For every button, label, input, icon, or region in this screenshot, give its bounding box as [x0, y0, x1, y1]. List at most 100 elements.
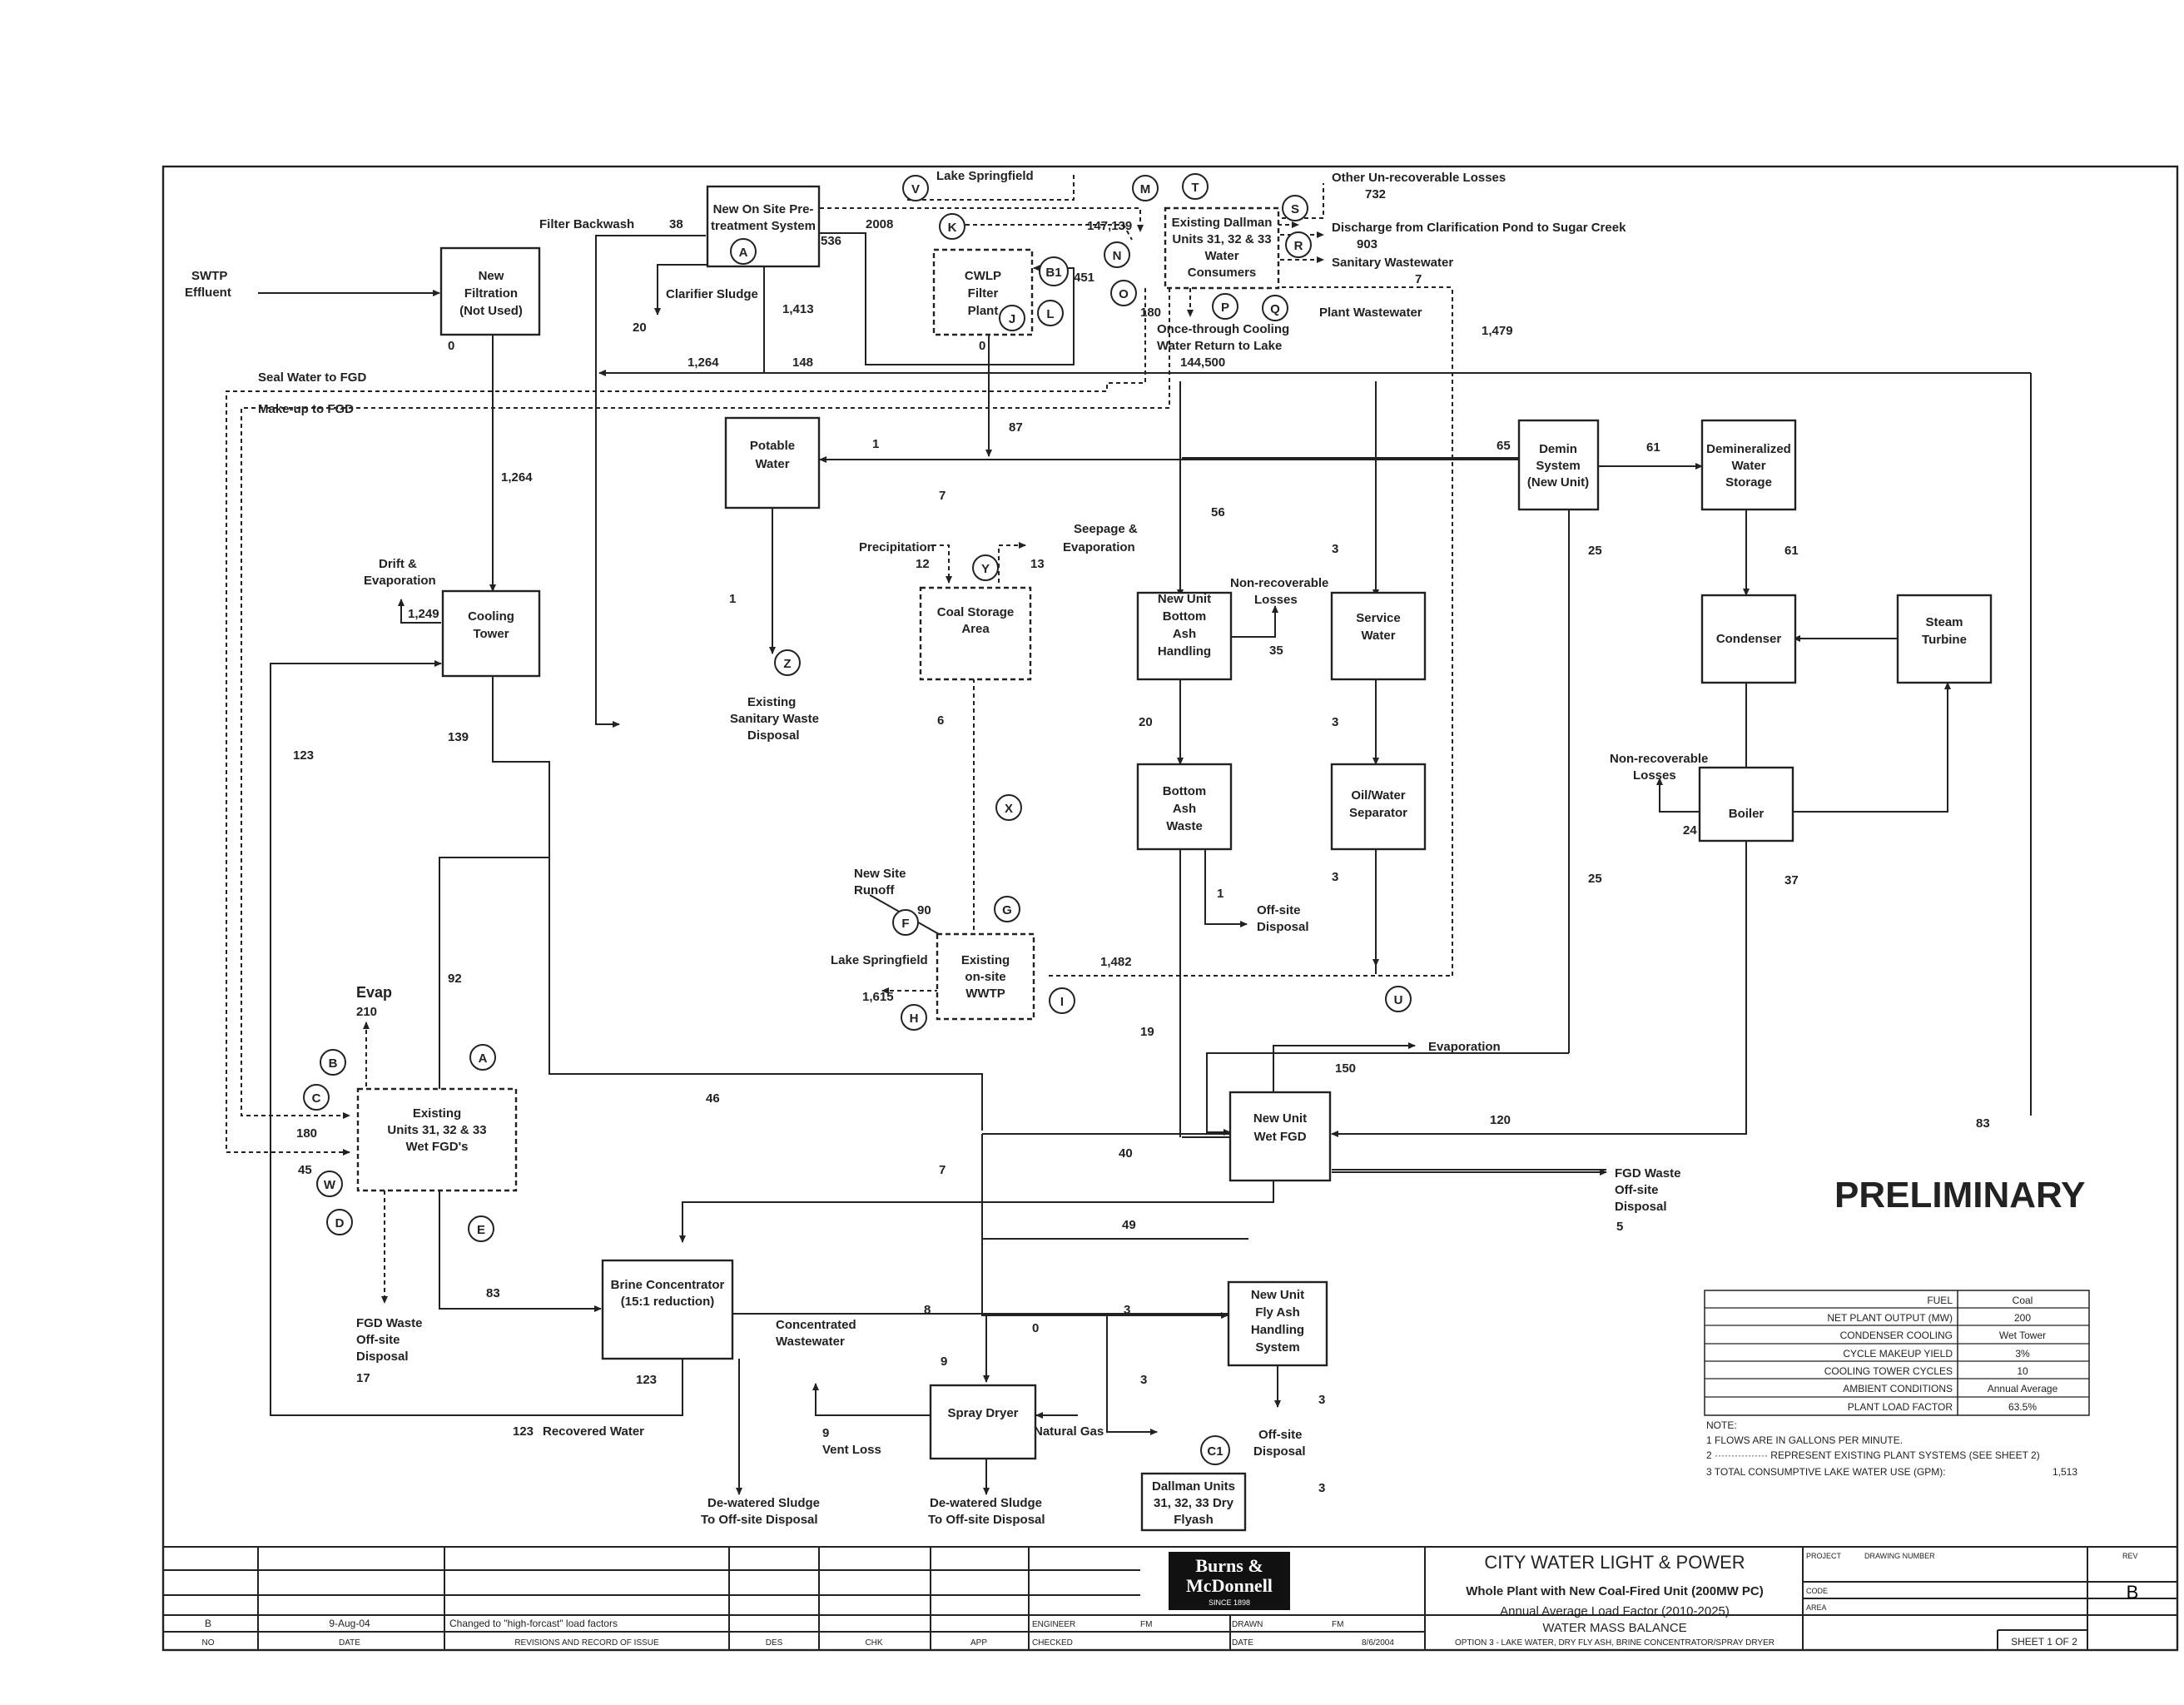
- svg-text:Cooling: Cooling: [468, 609, 514, 624]
- offsite-disposal-label: Off-site: [1257, 903, 1301, 917]
- swtp-label: SWTP: [191, 269, 227, 283]
- svg-text:61: 61: [1784, 544, 1799, 558]
- svg-text:1,264: 1,264: [687, 355, 719, 370]
- recovered-water-label: Recovered Water: [543, 1424, 644, 1439]
- svg-text:1,482: 1,482: [1100, 955, 1132, 969]
- nonrecoverable-boiler-label: Non-recoverable: [1610, 752, 1708, 766]
- svg-text:NOTE:: NOTE:: [1706, 1419, 1737, 1431]
- seepage-label: Seepage &: [1074, 522, 1138, 536]
- svg-text:7: 7: [939, 1163, 946, 1177]
- svg-text:1: 1: [1217, 887, 1224, 901]
- svg-text:3: 3: [1332, 715, 1338, 729]
- svg-text:M: M: [1140, 182, 1151, 196]
- svg-text:1: 1: [872, 437, 879, 451]
- svg-text:123: 123: [636, 1373, 657, 1387]
- svg-text:3: 3: [1124, 1303, 1130, 1317]
- clarifier-sludge-label: Clarifier Sludge: [666, 287, 758, 301]
- svg-text:Y: Y: [981, 562, 990, 576]
- svg-text:DATE: DATE: [339, 1638, 360, 1648]
- svg-text:Z: Z: [783, 657, 791, 671]
- svg-text:Demineralized: Demineralized: [1706, 442, 1791, 456]
- svg-text:COOLING TOWER CYCLES: COOLING TOWER CYCLES: [1824, 1365, 1953, 1377]
- svg-text:Evaporation: Evaporation: [364, 574, 436, 588]
- svg-text:147,139: 147,139: [1087, 219, 1132, 233]
- evap-label: Evap: [356, 984, 392, 1001]
- once-through-label: Once-through Cooling: [1157, 322, 1289, 336]
- svg-text:OPTION 3 - LAKE WATER, DRY FLY: OPTION 3 - LAKE WATER, DRY FLY ASH, BRIN…: [1455, 1638, 1774, 1648]
- svg-text:L: L: [1046, 307, 1054, 321]
- node-z: Z: [774, 649, 801, 676]
- svg-text:McDonnell: McDonnell: [1186, 1575, 1273, 1596]
- bottom-ash-handling-box: New Unit Bottom Ash Handling: [1136, 591, 1233, 681]
- node-m: M: [1132, 175, 1159, 201]
- svg-text:37: 37: [1784, 873, 1799, 887]
- svg-text:87: 87: [1009, 420, 1023, 435]
- svg-text:120: 120: [1490, 1113, 1511, 1127]
- svg-text:B: B: [205, 1618, 211, 1629]
- svg-text:Potable: Potable: [750, 439, 795, 453]
- node-g: G: [994, 896, 1020, 922]
- notes: NOTE: 1 FLOWS ARE IN GALLONS PER MINUTE.…: [1706, 1419, 2077, 1478]
- evaporation-label: Evaporation: [1428, 1040, 1501, 1054]
- node-e: E: [468, 1215, 494, 1242]
- concentrated-ww-label: Concentrated: [776, 1318, 856, 1332]
- svg-text:Units 31, 32 & 33: Units 31, 32 & 33: [1172, 232, 1271, 246]
- svg-text:Off-site: Off-site: [356, 1333, 400, 1347]
- sludge-2-label: De-watered Sludge: [930, 1496, 1042, 1510]
- svg-text:10: 10: [2017, 1365, 2028, 1377]
- node-d: D: [326, 1209, 353, 1235]
- svg-text:Service: Service: [1356, 611, 1400, 625]
- svg-text:REV: REV: [2122, 1552, 2138, 1560]
- potable-water-box: Potable Water: [724, 416, 821, 510]
- svg-text:Flyash: Flyash: [1174, 1513, 1214, 1527]
- svg-text:Effluent: Effluent: [185, 286, 231, 300]
- brine-concentrator-box: Brine Concentrator (15:1 reduction): [601, 1259, 734, 1360]
- svg-text:1,413: 1,413: [782, 302, 814, 316]
- fgd-waste-existing-label: FGD Waste: [356, 1316, 422, 1330]
- svg-text:AREA: AREA: [1806, 1603, 1827, 1612]
- node-x: X: [995, 794, 1022, 821]
- svg-text:49: 49: [1122, 1218, 1136, 1232]
- svg-text:Handling: Handling: [1158, 644, 1211, 659]
- svg-text:83: 83: [1976, 1116, 1990, 1131]
- svg-text:C: C: [312, 1091, 321, 1106]
- svg-text:K: K: [948, 221, 957, 235]
- lake-springfield-top-label: Lake Springfield: [936, 169, 1034, 183]
- svg-text:Existing: Existing: [961, 953, 1010, 967]
- svg-text:Steam: Steam: [1925, 615, 1963, 629]
- node-c: C: [303, 1084, 330, 1111]
- svg-text:System: System: [1536, 459, 1580, 473]
- svg-text:0: 0: [448, 339, 454, 353]
- svg-text:Separator: Separator: [1349, 806, 1407, 820]
- svg-text:Ash: Ash: [1173, 627, 1196, 641]
- svg-text:J: J: [1009, 312, 1015, 326]
- service-water-box: Service Water: [1330, 591, 1427, 681]
- svg-text:WWTP: WWTP: [965, 987, 1005, 1001]
- svg-text:DATE: DATE: [1232, 1638, 1253, 1648]
- svg-text:Consumers: Consumers: [1188, 266, 1257, 280]
- node-b1: B1: [1039, 256, 1069, 286]
- svg-text:Disposal: Disposal: [1257, 920, 1309, 934]
- svg-text:To Off-site Disposal: To Off-site Disposal: [701, 1513, 818, 1527]
- svg-text:(New Unit): (New Unit): [1527, 475, 1589, 490]
- node-h: H: [901, 1004, 927, 1031]
- svg-text:DES: DES: [766, 1638, 783, 1648]
- pretreatment-box: New On Site Pre- treatment System: [706, 185, 821, 268]
- makeup-label: Make-up to FGD: [258, 402, 354, 416]
- svg-text:3%: 3%: [2015, 1348, 2030, 1360]
- svg-text:180: 180: [296, 1126, 317, 1141]
- svg-text:56: 56: [1211, 505, 1225, 519]
- svg-text:200: 200: [2014, 1312, 2031, 1324]
- svg-text:B1: B1: [1045, 266, 1061, 280]
- svg-text:O: O: [1119, 287, 1129, 301]
- new-unit-fgd-box: New Unit Wet FGD: [1228, 1091, 1332, 1182]
- svg-text:A: A: [739, 246, 748, 260]
- dallman-flyash-box: Dallman Units 31, 32, 33 Dry Flyash: [1140, 1472, 1247, 1532]
- svg-text:P: P: [1221, 301, 1229, 315]
- svg-text:144,500: 144,500: [1180, 355, 1225, 370]
- svg-text:Dallman Units: Dallman Units: [1152, 1479, 1235, 1494]
- svg-text:Oil/Water: Oil/Water: [1351, 788, 1405, 803]
- svg-text:Existing Dallman: Existing Dallman: [1172, 216, 1273, 230]
- sludge-1-label: De-watered Sludge: [707, 1496, 820, 1510]
- svg-text:31, 32, 33 Dry: 31, 32, 33 Dry: [1154, 1496, 1234, 1510]
